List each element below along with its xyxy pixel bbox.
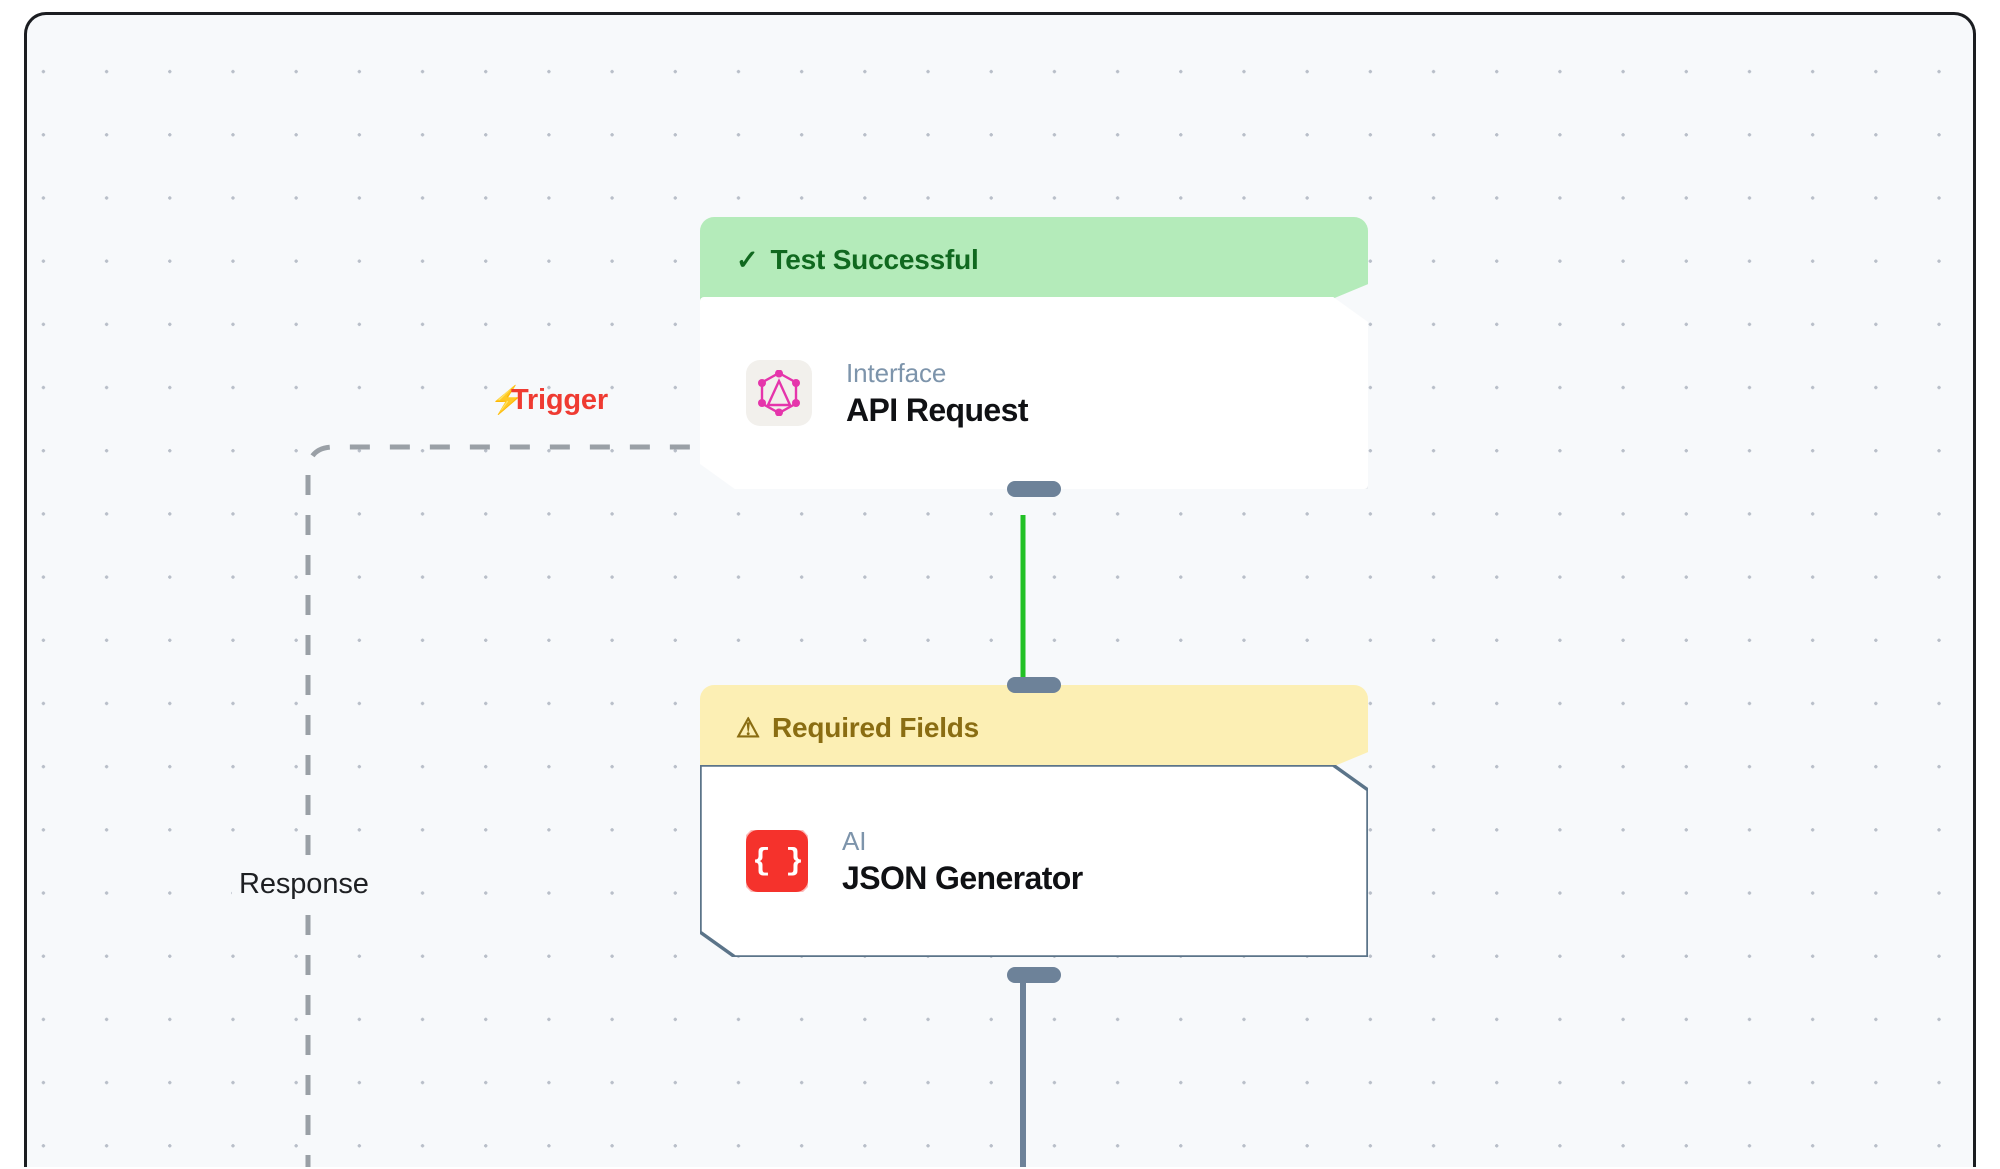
json-braces-glyph: { }	[752, 843, 804, 879]
node-title: JSON Generator	[842, 860, 1083, 896]
workflow-canvas[interactable]: ⚡ Trigger Response ✓ Test Successful	[24, 12, 1976, 1167]
node-output-port[interactable]	[1007, 967, 1061, 983]
warning-triangle-icon: ⚠	[736, 712, 761, 743]
node-status-banner-warning: ⚠ Required Fields	[700, 685, 1368, 771]
edges-svg	[305, 444, 1026, 1167]
graphql-icon	[746, 360, 812, 426]
node-status-banner-success: ✓ Test Successful	[700, 217, 1368, 303]
trigger-response-dashed-edge	[305, 444, 704, 1167]
node-status-label: Required Fields	[772, 712, 980, 743]
trigger-edge-label: ⚡ Trigger	[490, 386, 608, 415]
response-edge-label: Response	[232, 867, 376, 902]
check-icon: ✓	[736, 244, 759, 275]
node-input-port[interactable]	[1007, 677, 1061, 693]
json-braces-icon: { }	[746, 830, 808, 892]
node-json-generator[interactable]: ⚠ Required Fields { } AI JSON Generator	[700, 677, 1368, 983]
trigger-edge-label-text: Trigger	[511, 384, 608, 416]
node-card-json-generator[interactable]: { } AI JSON Generator	[700, 765, 1368, 957]
node-api-request[interactable]: ✓ Test Successful	[700, 217, 1368, 497]
node-text-block: Interface API Request	[846, 360, 1028, 426]
node-title: API Request	[846, 392, 1028, 428]
node-status-label: Test Successful	[770, 244, 979, 275]
node-text-block: AI JSON Generator	[842, 828, 1083, 894]
node-output-port[interactable]	[1007, 481, 1061, 497]
node-kicker: AI	[842, 826, 867, 856]
lightning-bolt-icon: ⚡	[490, 385, 524, 415]
node-card-api-request[interactable]: Interface API Request	[700, 297, 1368, 489]
node-kicker: Interface	[846, 358, 947, 388]
edges-layer	[27, 15, 1973, 1167]
